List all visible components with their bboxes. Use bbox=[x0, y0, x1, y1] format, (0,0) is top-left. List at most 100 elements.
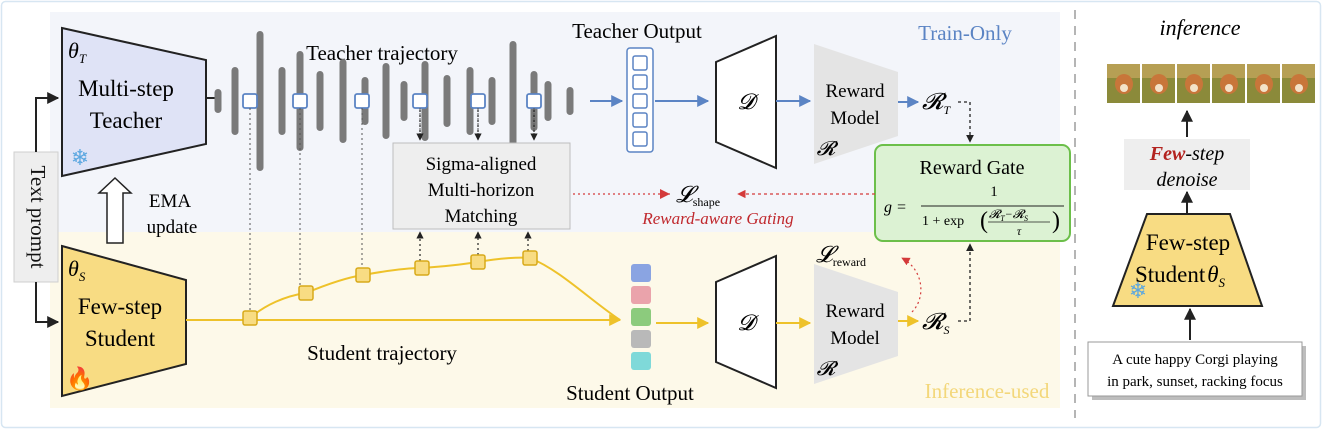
teacher-trajectory-bar bbox=[256, 31, 264, 171]
text-prompt-box bbox=[13, 151, 59, 283]
student-reward-symbol: 𝓡 bbox=[817, 358, 839, 380]
teacher-trajectory-node bbox=[354, 93, 370, 109]
teacher-trajectory-bar bbox=[488, 77, 496, 125]
teacher-trajectory-bar bbox=[382, 63, 390, 139]
teacher-output-cells bbox=[632, 55, 648, 147]
generated-image-corgi-face bbox=[1190, 84, 1198, 92]
generated-image-sky bbox=[1282, 64, 1315, 78]
teacher-trajectory-bar bbox=[231, 67, 239, 135]
inference-prompt-line2: in park, sunset, racking focus bbox=[1107, 374, 1283, 390]
teacher-trajectory-nodes bbox=[242, 93, 542, 109]
teacher-title-line2: Teacher bbox=[90, 108, 163, 133]
generated-image-corgi-face bbox=[1120, 84, 1128, 92]
teacher-trajectory-bar bbox=[509, 41, 517, 161]
teacher-trajectory-node bbox=[526, 93, 542, 109]
rt-to-gate-arrow bbox=[958, 101, 974, 143]
inference-student-line2: StudentθS bbox=[1135, 262, 1226, 290]
student-trajectory-node bbox=[355, 267, 371, 283]
matching-line3: Matching bbox=[445, 206, 518, 227]
teacher-output-cell bbox=[632, 131, 648, 147]
teacher-reward-line2: Model bbox=[830, 108, 880, 129]
rs-to-reward-loss-arrow bbox=[901, 257, 922, 313]
shape-loss-arrowhead bbox=[660, 189, 670, 199]
student-output-cell bbox=[631, 286, 651, 304]
generated-image-corgi-face bbox=[1295, 84, 1303, 92]
fire-icon: 🔥 bbox=[66, 366, 93, 391]
denoise-line1: Few-step bbox=[1149, 143, 1224, 165]
denoise-box bbox=[1124, 139, 1250, 190]
student-output-cell bbox=[631, 352, 651, 370]
student-trajectory-node bbox=[242, 310, 258, 326]
student-output-cell bbox=[631, 308, 651, 326]
generated-image-sky bbox=[1142, 64, 1175, 78]
inference-prompt-line1: A cute happy Corgi playing bbox=[1112, 352, 1278, 368]
student-decoder bbox=[715, 254, 777, 390]
ema-label-line1: EMA bbox=[149, 191, 192, 212]
student-block bbox=[61, 244, 187, 398]
student-output-cells bbox=[631, 264, 651, 370]
generated-image-sky bbox=[1247, 64, 1280, 78]
prompt-to-student-arrow bbox=[35, 282, 60, 328]
rs-to-gate-arrow bbox=[958, 243, 974, 322]
ema-update-arrow bbox=[97, 176, 133, 244]
teacher-trajectory-node bbox=[470, 93, 486, 109]
generated-image-corgi-face bbox=[1155, 84, 1163, 92]
teacher-reward-model bbox=[814, 44, 898, 164]
teacher-trajectory-node bbox=[242, 93, 258, 109]
student-trajectory-node bbox=[522, 250, 538, 266]
teacher-symbol: θT bbox=[68, 38, 87, 66]
shape-loss-label: 𝓛shape bbox=[676, 182, 720, 209]
reward-gate-paren-open: ( bbox=[980, 208, 988, 234]
reward-gate-title: Reward Gate bbox=[920, 157, 1025, 179]
text-prompt-label: Text prompt bbox=[26, 166, 50, 269]
student-decoder-symbol: 𝓓 bbox=[738, 310, 760, 335]
student-title-line1: Few-step bbox=[78, 294, 162, 319]
reward-gate-box bbox=[874, 144, 1071, 242]
student-trajectory-node bbox=[414, 260, 430, 276]
teacher-output-label: Teacher Output bbox=[572, 19, 702, 43]
student-trajectory-label: Student trajectory bbox=[307, 341, 457, 365]
teacher-output-cell bbox=[632, 55, 648, 71]
train-only-label: Train-Only bbox=[918, 21, 1012, 45]
teacher-trajectory-bar bbox=[400, 81, 408, 121]
teacher-trajectory-bar bbox=[566, 87, 574, 115]
teacher-block bbox=[61, 26, 207, 178]
ema-label-line2: update bbox=[147, 217, 198, 238]
teacher-trajectory-bar bbox=[339, 59, 347, 143]
student-trajectory-node bbox=[298, 285, 314, 301]
teacher-trajectory-bar bbox=[214, 89, 222, 113]
student-output-cell bbox=[631, 330, 651, 348]
generated-image-sky bbox=[1177, 64, 1210, 78]
teacher-reward-line1: Reward bbox=[825, 81, 885, 102]
inference-snowflake-icon: ❄ bbox=[1129, 278, 1147, 303]
reward-gate-g: g = bbox=[884, 199, 907, 216]
inference-title: inference bbox=[1159, 15, 1240, 40]
teacher-trajectory-bars bbox=[214, 31, 574, 171]
generated-image-sky bbox=[1107, 64, 1140, 78]
teacher-output-cell bbox=[632, 74, 648, 90]
teacher-trajectory-bar bbox=[278, 67, 286, 135]
teacher-trajectory-node bbox=[412, 93, 428, 109]
student-reward-line1: Reward bbox=[825, 301, 885, 322]
student-trajectory-nodes bbox=[242, 250, 538, 326]
teacher-trajectory-bar bbox=[466, 67, 474, 135]
teacher-output-cell bbox=[632, 93, 648, 109]
teacher-decoder bbox=[715, 34, 777, 170]
teacher-trajectory-bar bbox=[443, 75, 451, 127]
matching-line2: Multi-horizon bbox=[428, 180, 535, 201]
matching-arrows bbox=[416, 110, 538, 261]
inference-student-block bbox=[1111, 213, 1264, 307]
inference-student-line1: Few-step bbox=[1146, 230, 1230, 255]
generated-images bbox=[1107, 64, 1315, 103]
student-reward-model bbox=[814, 264, 898, 384]
teacher-trajectory-label: Teacher trajectory bbox=[306, 41, 458, 65]
inference-used-label: Inference-used bbox=[925, 379, 1050, 403]
reward-gate-frac-bottom: τ bbox=[1017, 224, 1022, 238]
teacher-reward-symbol: 𝓡 bbox=[817, 138, 839, 160]
student-symbol: θS bbox=[68, 256, 86, 284]
student-trajectory-node bbox=[470, 254, 486, 270]
reward-aware-gating-label: Reward-aware Gating bbox=[641, 209, 793, 228]
teacher-trajectory-node bbox=[292, 93, 308, 109]
